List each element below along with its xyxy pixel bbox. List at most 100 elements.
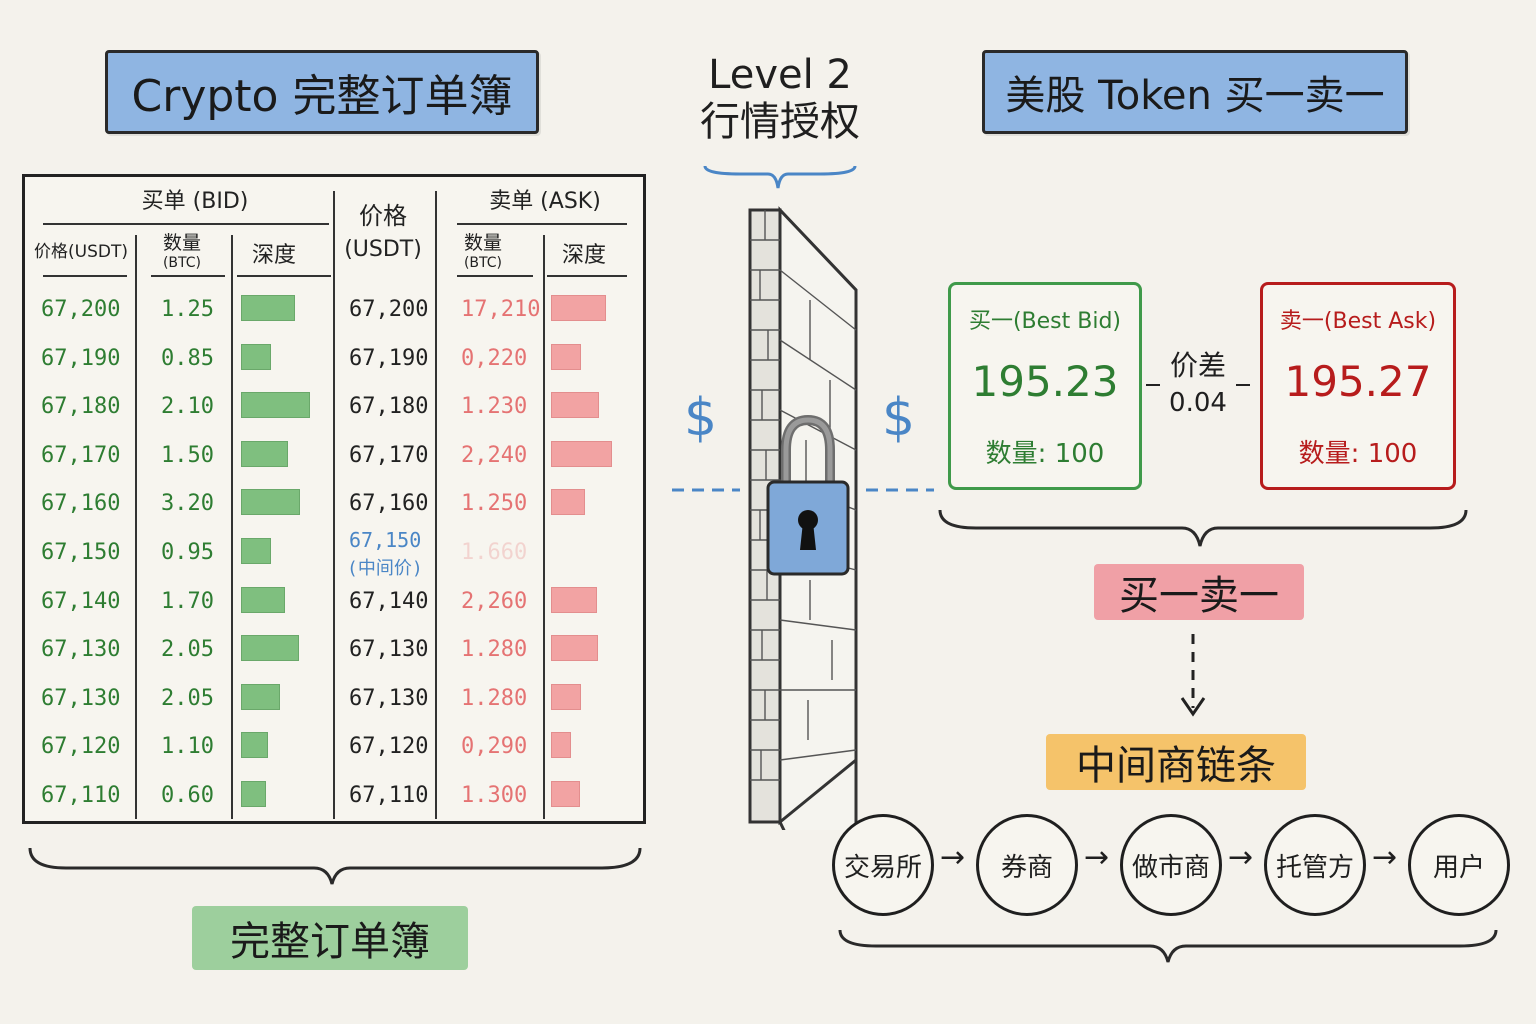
spread-label: 价差 bbox=[1169, 349, 1226, 382]
ask-qty: 17,210 bbox=[461, 297, 541, 322]
ask-header-rule bbox=[457, 223, 627, 225]
bid-price: 67,110 bbox=[41, 783, 121, 808]
price: 67,160 bbox=[349, 491, 429, 517]
bid-depth-bar bbox=[241, 586, 285, 613]
rule-5 bbox=[547, 275, 627, 277]
spread-value: 0.04 bbox=[1169, 388, 1227, 418]
bid-price: 67,140 bbox=[41, 588, 121, 614]
dashed-line-left bbox=[672, 488, 740, 492]
mid-price: 67,150 bbox=[349, 528, 422, 552]
price: 67,180 bbox=[349, 394, 429, 420]
full-orderbook-brace bbox=[28, 847, 642, 885]
ask-qty: 0,290 bbox=[461, 734, 528, 760]
best-bid-price: 195.23 bbox=[971, 357, 1119, 406]
bid-qty: 3.20 bbox=[161, 491, 214, 517]
best-ask-qty: 数量: 100 bbox=[1298, 439, 1418, 469]
bid-qty: 0.95 bbox=[161, 540, 214, 565]
bid-depth-bar bbox=[241, 440, 288, 467]
ask-qty-label: 数量 bbox=[463, 232, 502, 254]
quote-brace bbox=[938, 509, 1468, 547]
best-ask-label: 卖一(Best Ask) bbox=[1279, 309, 1437, 334]
ask-qty-header: 数量 (BTC) bbox=[451, 232, 515, 271]
bid-depth-bar bbox=[241, 635, 300, 662]
ask-depth-bar bbox=[551, 732, 571, 759]
padlock-icon bbox=[766, 414, 850, 576]
chain-node-exchange: 交易所 bbox=[832, 814, 934, 916]
ask-qty: 1.300 bbox=[461, 783, 528, 808]
bid-qty: 1.70 bbox=[161, 588, 214, 614]
bid-qty-header: 数量 (BTC) bbox=[147, 232, 217, 271]
ask-depth-bar bbox=[551, 635, 598, 662]
divider-5 bbox=[543, 235, 545, 819]
ask-depth-bar bbox=[551, 586, 597, 613]
price: 67,130 bbox=[349, 685, 429, 711]
ask-depth-bar bbox=[551, 440, 613, 467]
ask-depth-bar bbox=[551, 489, 585, 516]
bid-qty: 1.25 bbox=[161, 297, 214, 322]
chain-brace bbox=[838, 929, 1498, 963]
rule-4 bbox=[457, 275, 533, 277]
ask-qty: 1.280 bbox=[461, 685, 528, 711]
bid-depth-bar bbox=[241, 732, 269, 759]
bid-ask-label: 买一卖一 bbox=[1094, 564, 1304, 620]
ask-qty-unit: (BTC) bbox=[463, 254, 503, 271]
price-header: 价格 (USDT) bbox=[333, 202, 433, 262]
bid-price: 67,190 bbox=[41, 345, 121, 371]
ask-qty: 2,240 bbox=[461, 442, 528, 468]
bid-depth-bar bbox=[241, 538, 271, 564]
ask-depth-bar bbox=[551, 683, 581, 710]
token-title: 美股 Token 买一卖一 bbox=[982, 50, 1408, 134]
bid-price: 67,170 bbox=[41, 442, 121, 468]
best-ask-card: 卖一(Best Ask) 195.27 数量: 100 bbox=[1260, 282, 1456, 490]
bid-qty: 2.05 bbox=[161, 685, 214, 711]
chain-node-custodian: 托管方 bbox=[1264, 814, 1366, 916]
bid-depth-bar bbox=[241, 683, 280, 710]
bid-price: 67,130 bbox=[41, 637, 121, 663]
chain-node-market-maker: 做市商 bbox=[1120, 814, 1222, 916]
level2-brace bbox=[703, 165, 857, 189]
bid-header-rule bbox=[43, 223, 329, 225]
bid-price: 67,120 bbox=[41, 734, 121, 760]
price-label: 价格 bbox=[359, 202, 407, 230]
full-orderbook-label: 完整订单簿 bbox=[192, 906, 468, 970]
rule-3 bbox=[237, 275, 331, 277]
bid-qty: 1.10 bbox=[161, 734, 214, 760]
best-ask-price: 195.27 bbox=[1284, 357, 1432, 406]
level2-line2: 行情授权 bbox=[700, 99, 860, 145]
chain-arrow-3: → bbox=[1228, 840, 1254, 875]
ask-depth-header: 深度 bbox=[561, 243, 606, 268]
rule-1 bbox=[43, 275, 127, 277]
bid-header: 买单 (BID) bbox=[141, 189, 249, 214]
bid-price: 67,200 bbox=[41, 297, 121, 322]
orderbook-table: 买单 (BID) 价格(USDT) 数量 (BTC) 深度 价格 (USDT) … bbox=[22, 174, 646, 824]
ask-qty: 1.250 bbox=[461, 491, 528, 517]
level2-title: Level 2 行情授权 bbox=[690, 52, 870, 146]
divider-3 bbox=[333, 191, 335, 819]
level2-line1: Level 2 bbox=[708, 52, 852, 98]
ask-depth-bar bbox=[551, 295, 606, 321]
bid-depth-bar bbox=[241, 295, 296, 321]
best-bid-qty: 数量: 100 bbox=[985, 439, 1105, 469]
divider-4 bbox=[435, 191, 437, 819]
chain-arrow-2: → bbox=[1084, 840, 1110, 875]
price: 67,120 bbox=[349, 734, 429, 760]
bid-qty: 1.50 bbox=[161, 442, 214, 468]
bid-qty-unit: (BTC) bbox=[162, 254, 202, 271]
bid-qty: 2.05 bbox=[161, 637, 214, 663]
bid-price: 67,130 bbox=[41, 685, 121, 711]
ask-qty: 0,220 bbox=[461, 345, 528, 371]
bid-depth-bar bbox=[241, 343, 271, 370]
chain-node-broker: 券商 bbox=[976, 814, 1078, 916]
bid-qty: 0.60 bbox=[161, 783, 214, 808]
ask-depth-bar bbox=[551, 392, 600, 419]
chain-node-user: 用户 bbox=[1408, 814, 1510, 916]
bid-price: 67,180 bbox=[41, 394, 121, 420]
ask-qty: 1.280 bbox=[461, 637, 528, 663]
best-bid-label: 买一(Best Bid) bbox=[968, 309, 1122, 334]
ask-header: 卖单 (ASK) bbox=[489, 189, 601, 214]
bid-depth-bar bbox=[241, 489, 301, 516]
price: 67,200 bbox=[349, 297, 429, 322]
mid-price-label: (中间价) bbox=[347, 558, 423, 579]
bid-depth-bar bbox=[241, 392, 311, 419]
dollar-left-icon: $ bbox=[684, 388, 718, 448]
